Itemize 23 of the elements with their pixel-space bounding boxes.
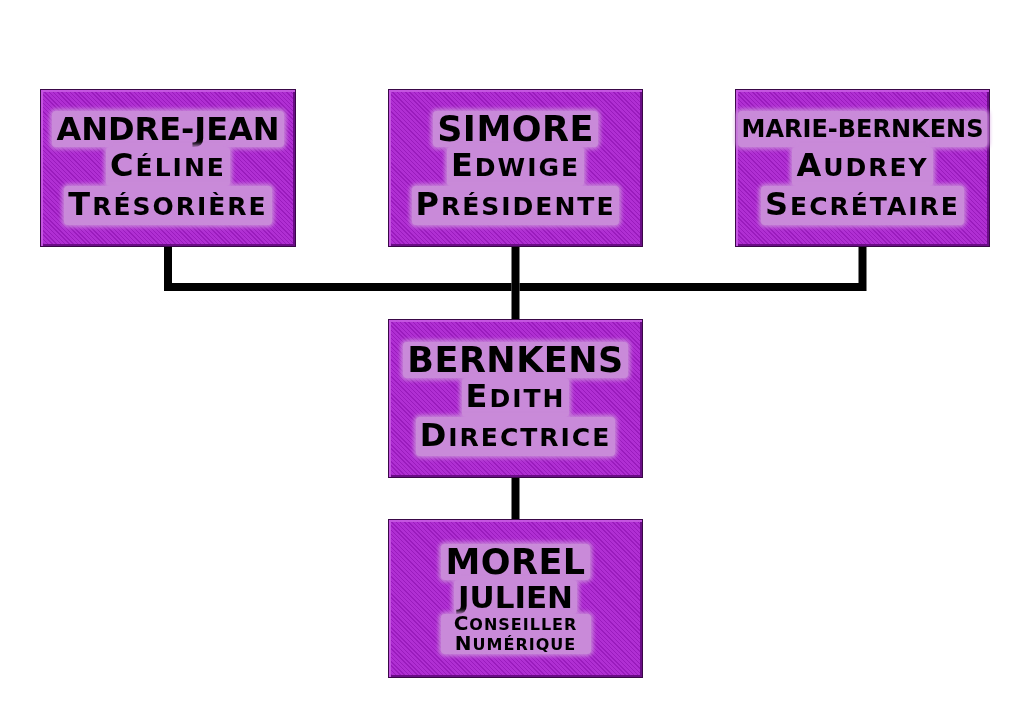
surname-text: SIMORE: [433, 111, 598, 147]
role-text: TRÉSORIÈRE: [64, 186, 272, 225]
first-name-text: EDWIGE: [446, 147, 585, 186]
connector-line: [511, 283, 520, 319]
role-text: DIRECTRICE: [415, 416, 616, 456]
person-box: [388, 519, 643, 678]
connector-line: [511, 247, 520, 283]
surname-text: MARIE-BERNKENS: [737, 111, 988, 147]
person-box: [40, 89, 296, 247]
person-box: [388, 319, 643, 478]
first-name-text: CÉLINE: [106, 147, 230, 186]
role-text: CONSEILLER NUMÉRIQUE: [440, 613, 591, 654]
surname-text: ANDRE-JEAN: [52, 111, 284, 147]
person-box: [388, 89, 643, 247]
first-name-text: JULIEN: [453, 579, 578, 614]
connector-line: [511, 478, 520, 519]
first-name-text: EDITH: [461, 377, 570, 417]
person-box: [735, 89, 990, 247]
role-text: PRÉSIDENTE: [411, 186, 620, 225]
surname-text: BERNKENS: [403, 341, 628, 378]
role-text: SECRÉTAIRE: [761, 186, 964, 225]
surname-text: MOREL: [441, 543, 590, 580]
first-name-text: AUDREY: [792, 147, 933, 186]
